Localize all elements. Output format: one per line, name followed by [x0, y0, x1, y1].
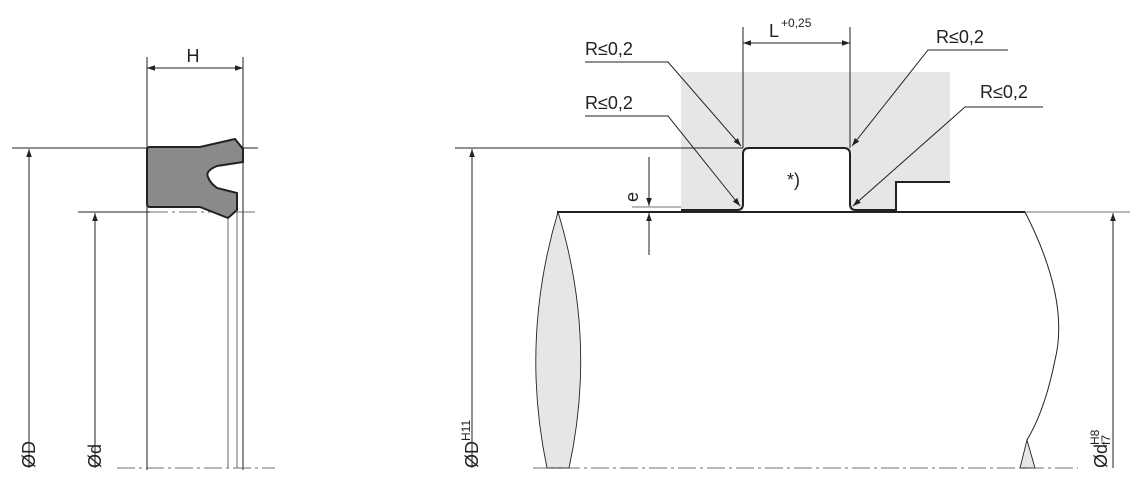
installation-groove-view: ØDH11 L+0,25 *) R≤0,2 R≤0,2 R≤0,2 R≤0,2 …: [455, 16, 1130, 469]
radius-callout-4: R≤0,2: [980, 82, 1028, 102]
radius-callout-2: R≤0,2: [585, 93, 633, 113]
gap-label: e: [622, 192, 642, 202]
groove-length-label: L+0,25: [769, 16, 812, 41]
seal-cross-section-view: H ØD Ød: [12, 46, 275, 470]
radius-callout-1: R≤0,2: [585, 39, 633, 59]
bore-diameter-label: ØDH11: [459, 420, 482, 468]
shaft-end-ellipse: [535, 210, 582, 469]
footnote-marker: *): [787, 170, 800, 190]
height-label: H: [187, 46, 200, 66]
radius-callout-3: R≤0,2: [936, 27, 984, 47]
shaft-tolerance-upper: H8: [1088, 429, 1102, 445]
shaft-tolerance-lower: f7: [1099, 435, 1113, 445]
groove-outline: [681, 147, 950, 211]
shaft-diameter-label: Ød: [1091, 444, 1111, 468]
u-seal-profile: [146, 137, 244, 220]
outer-diameter-label: ØD: [19, 441, 39, 468]
inner-diameter-label: Ød: [85, 444, 105, 468]
